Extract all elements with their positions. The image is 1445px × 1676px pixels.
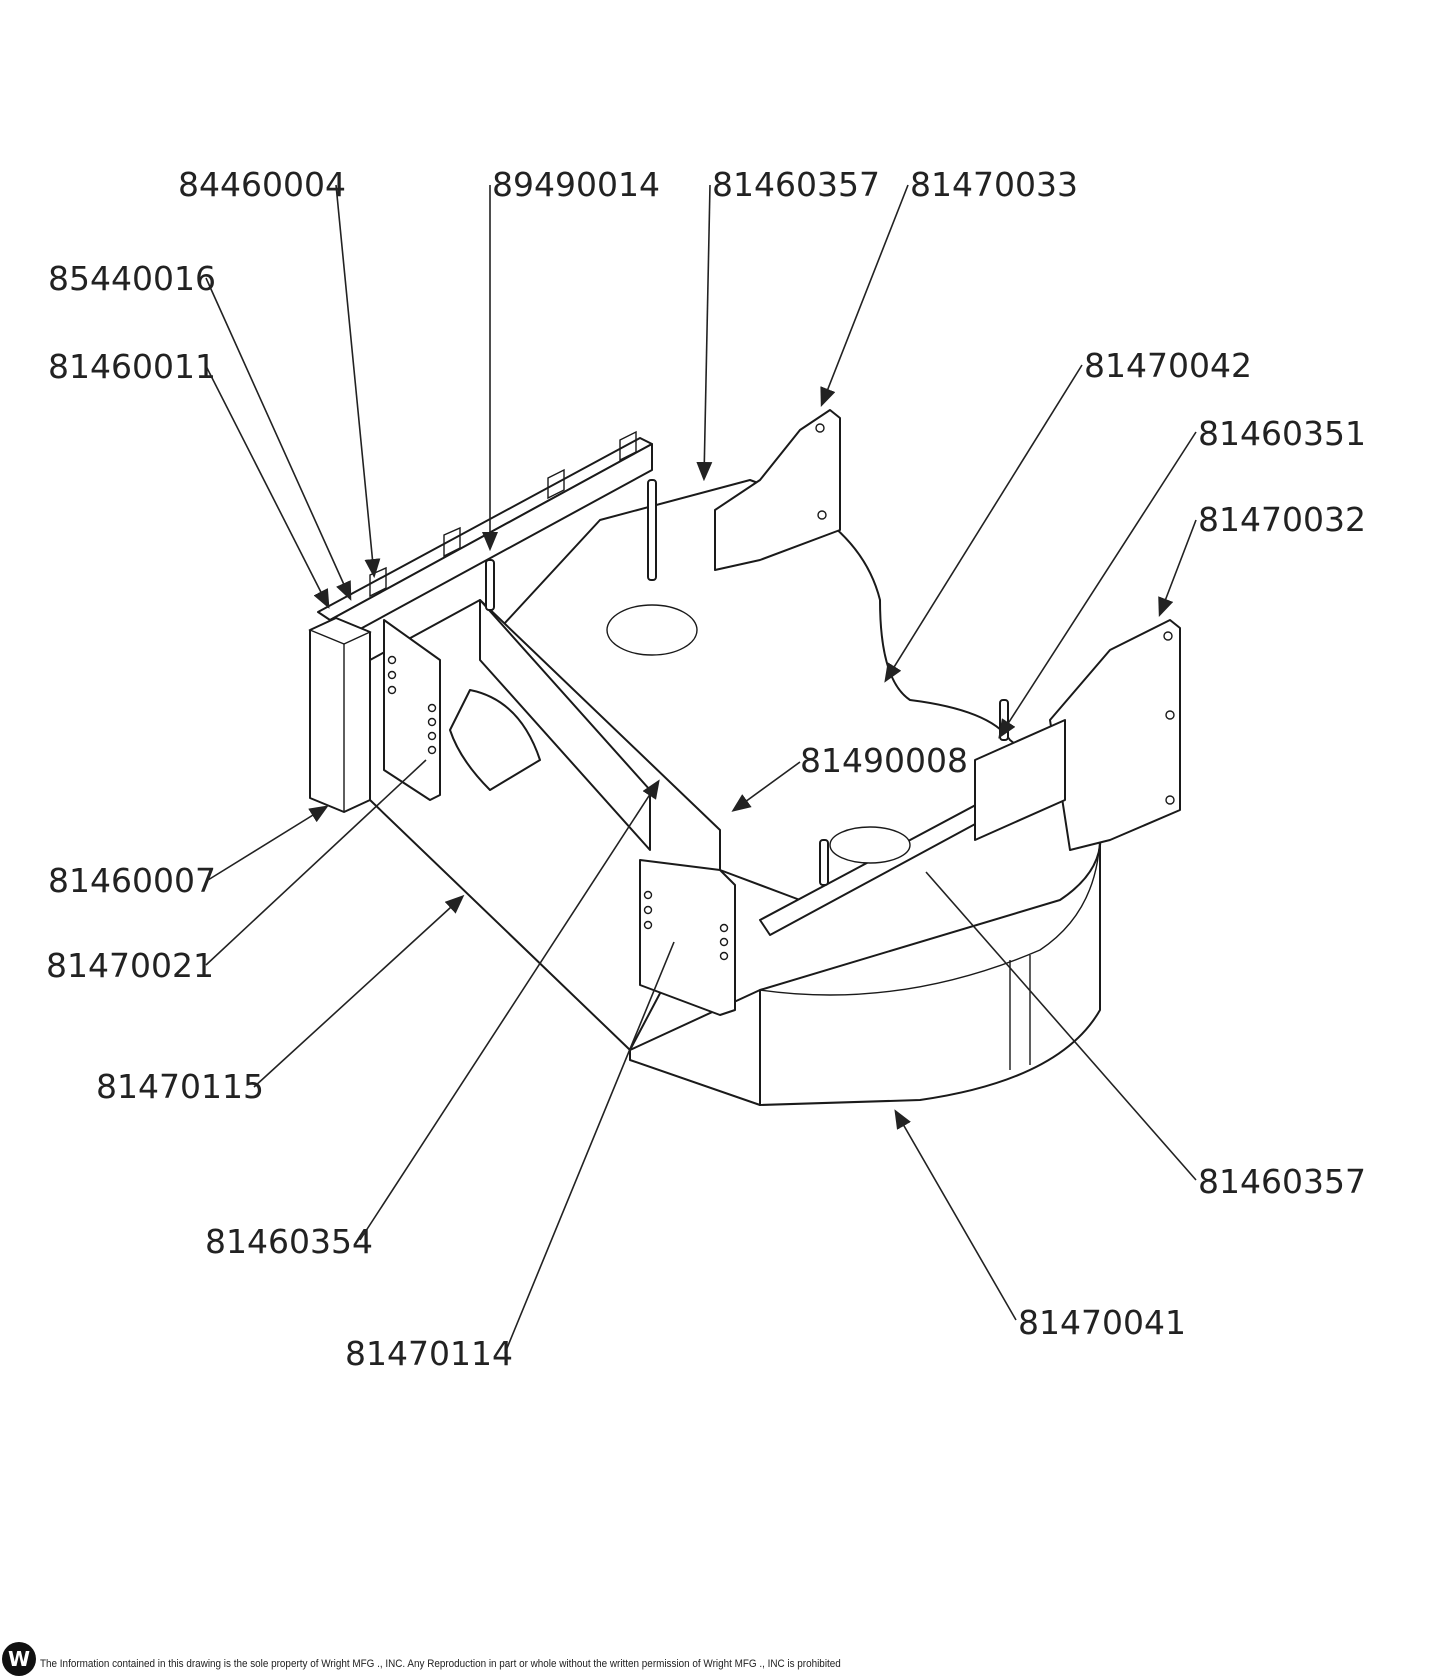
wright-logo: W xyxy=(2,1642,36,1676)
front-skirt-top-curve xyxy=(759,829,1101,996)
leader-81460011 xyxy=(205,365,330,609)
callout-81470032: 81470032 xyxy=(1198,500,1366,539)
left-bumper-block xyxy=(309,617,371,813)
spindle-post-left xyxy=(485,559,495,611)
blade-opening-right xyxy=(829,826,911,864)
rear-tab-1 xyxy=(369,566,387,598)
leader-lines xyxy=(205,184,1197,1354)
leader-81470041 xyxy=(894,1109,1017,1321)
spindle-post-front xyxy=(819,839,829,886)
callout-81460357-top: 81460357 xyxy=(712,165,880,204)
mower-deck-drawing xyxy=(308,409,1181,1106)
callout-labels: 84460004 89490014 81460357 81470033 8544… xyxy=(46,165,1366,1373)
leader-81470042 xyxy=(884,364,1083,683)
callout-81470114: 81470114 xyxy=(345,1334,513,1373)
callout-81460354: 81460354 xyxy=(205,1222,373,1261)
belt-shield-cutout xyxy=(449,689,541,791)
blade-opening-left xyxy=(606,604,698,656)
leader-81470033 xyxy=(820,184,909,407)
callout-84460004: 84460004 xyxy=(178,165,346,204)
rear-right-bracket xyxy=(714,409,841,571)
callout-81470021: 81470021 xyxy=(46,946,214,985)
leader-84460004 xyxy=(335,184,381,579)
right-front-plate xyxy=(974,719,1066,841)
inner-baffle xyxy=(479,599,651,851)
callout-81460357-bottom: 81460357 xyxy=(1198,1162,1366,1201)
copyright-notice: The Information contained in this drawin… xyxy=(40,1658,841,1670)
leader-81460354 xyxy=(359,779,660,1241)
spindle-post-center xyxy=(647,479,657,581)
leader-81470114 xyxy=(504,941,675,1354)
leader-85440016 xyxy=(205,277,352,601)
callout-81460011: 81460011 xyxy=(48,347,216,386)
callout-81470033: 81470033 xyxy=(910,165,1078,204)
leader-81490008 xyxy=(731,761,801,812)
leader-81470032 xyxy=(1158,519,1197,617)
leader-81460007 xyxy=(207,805,329,881)
callout-81460007: 81460007 xyxy=(48,861,216,900)
rear-tab-2 xyxy=(443,526,461,558)
right-side-bracket xyxy=(1049,619,1181,851)
footer: W The Information contained in this draw… xyxy=(0,1640,1445,1676)
rear-tab-4 xyxy=(619,430,637,462)
callout-85440016: 85440016 xyxy=(48,259,216,298)
leader-81460351 xyxy=(998,431,1197,739)
callout-81490008: 81490008 xyxy=(800,741,968,780)
leader-81470021 xyxy=(205,759,427,966)
height-adjust-plate-rear xyxy=(383,619,441,801)
rear-tab-3 xyxy=(547,468,565,500)
callout-81470041: 81470041 xyxy=(1018,1303,1186,1342)
front-skirt xyxy=(759,829,1102,1106)
callout-89490014: 89490014 xyxy=(492,165,660,204)
height-adjust-plate-front xyxy=(639,859,736,1016)
leader-81460357-bottom xyxy=(925,871,1197,1181)
callout-81460351: 81460351 xyxy=(1198,414,1366,453)
leader-81470115 xyxy=(253,894,465,1088)
leader-81460357-top xyxy=(696,184,713,482)
callout-81470115: 81470115 xyxy=(96,1067,264,1106)
callout-81470042: 81470042 xyxy=(1084,346,1252,385)
